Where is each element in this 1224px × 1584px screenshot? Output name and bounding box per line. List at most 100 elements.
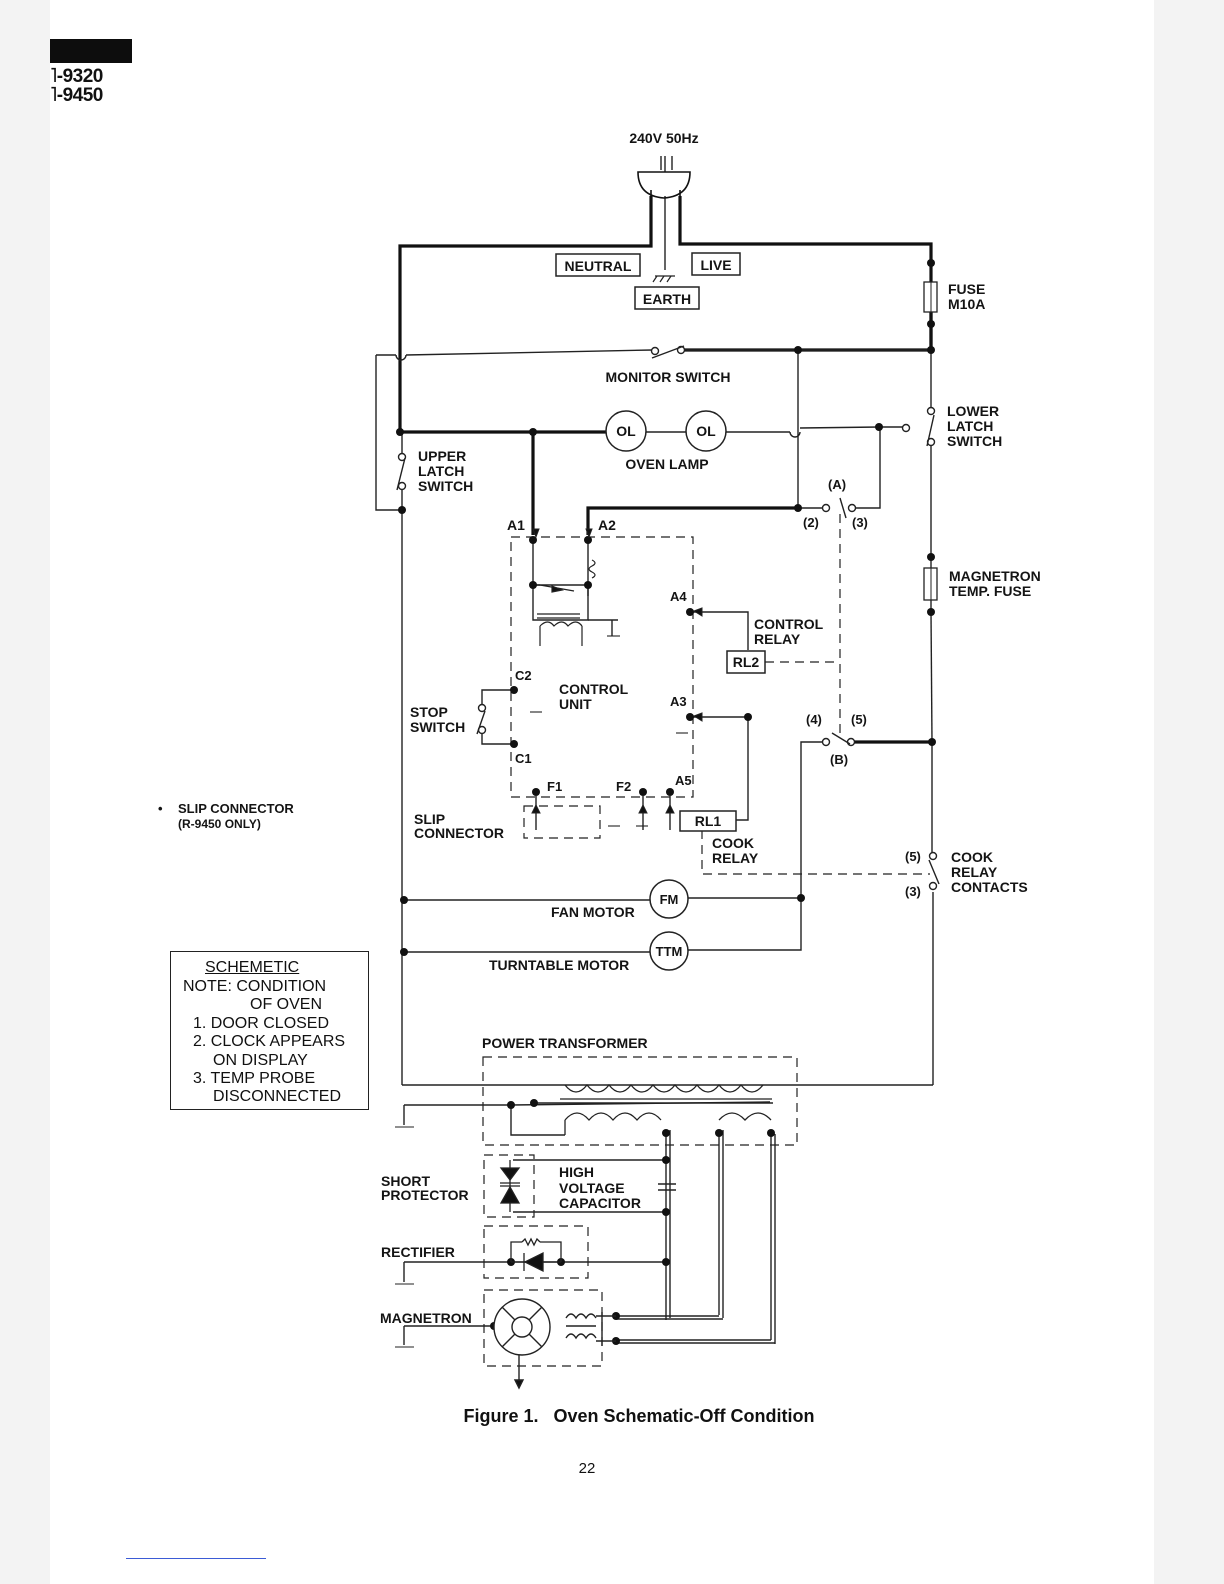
lower-latch-switch-icon (901, 406, 936, 447)
terminal-a2-label: A2 (598, 517, 616, 533)
contact-a-label: (A) (828, 477, 846, 492)
short-protector-icon (499, 1160, 521, 1212)
upper-latch-label: SWITCH (418, 478, 473, 494)
control-relay-label: CONTROL (754, 616, 824, 632)
model-number: ˥-9320 (50, 66, 103, 87)
oven-lamp-title: OVEN LAMP (625, 456, 708, 472)
earth-label-box (634, 286, 700, 310)
note-line: 1. DOOR CLOSED (193, 1015, 330, 1032)
footer-rule (126, 1558, 266, 1559)
power-transformer-label: POWER TRANSFORMER (482, 1035, 648, 1051)
cook-relay-label: RELAY (712, 850, 759, 866)
control-transformer-icon (537, 559, 596, 646)
power-plug-icon (637, 171, 691, 199)
slip-connector-note: SLIP CONNECTOR (178, 801, 294, 816)
live-label-box (691, 252, 741, 276)
slip-connector-pins-icon (531, 528, 703, 814)
fan-motor-label: FAN MOTOR (551, 904, 635, 920)
right-scan-margin (1154, 0, 1224, 1584)
fan-motor-icon (649, 879, 689, 919)
neutral-label: NEUTRAL (565, 258, 632, 274)
stop-switch-label: SWITCH (410, 719, 465, 735)
cook-relay-contacts-icon (928, 851, 940, 891)
magnetron-fuse-label: MAGNETRON (949, 568, 1041, 584)
rl1-label: RL1 (695, 813, 722, 829)
contact-b-label: (B) (830, 752, 848, 767)
magnetron-icon (493, 1298, 616, 1390)
slip-connector-note: (R-9450 ONLY) (178, 817, 261, 831)
note-line: OF OVEN (250, 996, 323, 1013)
hv-capacitor-label: VOLTAGE (559, 1180, 625, 1196)
contact-2-label: (2) (803, 515, 819, 530)
short-protector-label: SHORT (381, 1173, 430, 1189)
control-unit-label: CONTROL (559, 681, 629, 697)
supply-voltage-label: 240V 50Hz (629, 130, 698, 146)
terminal-a3-label: A3 (670, 694, 687, 709)
slip-connector-label: CONNECTOR (414, 825, 504, 841)
terminal-a5-label: A5 (675, 773, 692, 788)
left-scan-margin (0, 0, 50, 1584)
hv-capacitor-label: CAPACITOR (559, 1195, 641, 1211)
rectifier-label: RECTIFIER (381, 1244, 455, 1260)
control-relay-label: RELAY (754, 631, 801, 647)
dashed-enclosures (482, 514, 930, 1367)
magnetron-fuse-label: TEMP. FUSE (949, 583, 1031, 599)
lower-latch-label: LATCH (947, 418, 993, 434)
fuse-rating-label: M10A (948, 296, 985, 312)
monitor-switch-label: MONITOR SWITCH (606, 369, 731, 385)
crc-3-label: (3) (905, 884, 921, 899)
terminal-c2-label: C2 (515, 668, 532, 683)
rectifier-diode-icon (510, 1237, 562, 1273)
stop-switch-label: STOP (410, 704, 448, 720)
terminal-a1-label: A1 (507, 517, 525, 533)
brand-logo-bar (50, 39, 132, 63)
rl1-relay-coil-icon (679, 810, 737, 832)
hv-capacitor-label: HIGH (559, 1164, 594, 1180)
upper-latch-switch-icon (396, 452, 407, 491)
hv-capacitor-icon (658, 1183, 676, 1191)
fuse-label: FUSE (948, 281, 985, 297)
magnetron-label: MAGNETRON (380, 1310, 472, 1326)
rl2-label: RL2 (733, 654, 760, 670)
terminal-a4-label: A4 (670, 589, 687, 604)
lower-latch-label: SWITCH (947, 433, 1002, 449)
upper-latch-label: UPPER (418, 448, 466, 464)
oven-lamp-icon (605, 410, 727, 452)
cook-relay-label: COOK (712, 835, 754, 851)
figure-caption: Figure 1. Oven Schematic-Off Condition (0, 1406, 1224, 1427)
control-unit-label: UNIT (559, 696, 592, 712)
relay-contact-b-icon (821, 732, 856, 747)
power-transformer-icon (560, 1083, 772, 1135)
terminal-f2-label: F2 (616, 779, 631, 794)
figure-title: Oven Schematic-Off Condition (553, 1406, 815, 1426)
cook-relay-contacts-label: COOK (951, 849, 993, 865)
terminal-f1-label: F1 (547, 779, 562, 794)
ground-symbol-icon (395, 635, 688, 1348)
earth-label: EARTH (643, 291, 691, 307)
note-line: DISCONNECTED (213, 1088, 342, 1105)
contact-3-label: (3) (852, 515, 868, 530)
lower-latch-label: LOWER (947, 403, 999, 419)
neutral-label-box (555, 253, 641, 277)
oven-lamp-label: OL (696, 423, 716, 439)
page-number: 22 (578, 1460, 596, 1477)
monitor-switch-icon (650, 345, 686, 359)
oven-lamp-label: OL (616, 423, 636, 439)
ground-symbol-icon (652, 275, 675, 283)
fan-motor-symbol: FM (660, 892, 679, 907)
short-protector-label: PROTECTOR (381, 1187, 469, 1203)
note-title: SCHEMETIC (205, 959, 300, 976)
rl2-relay-coil-icon (726, 650, 766, 674)
contact-5-label: (5) (851, 712, 867, 727)
turntable-motor-symbol: TTM (656, 944, 683, 959)
figure-number: Figure 1. (463, 1406, 539, 1426)
crc-5-label: (5) (905, 849, 921, 864)
contact-4-label: (4) (806, 712, 822, 727)
turntable-motor-label: TURNTABLE MOTOR (489, 957, 629, 973)
turntable-motor-icon (649, 931, 689, 971)
note-line: ON DISPLAY (213, 1052, 308, 1069)
live-label: LIVE (700, 257, 731, 273)
model-number: ˥-9450 (50, 85, 103, 106)
